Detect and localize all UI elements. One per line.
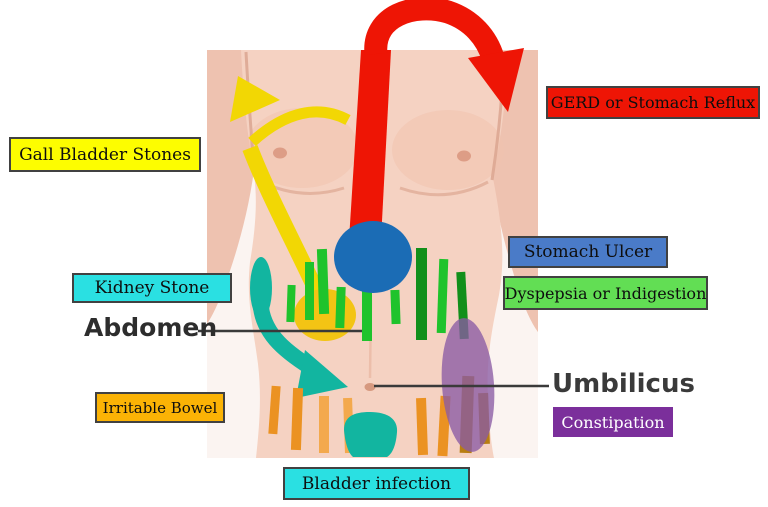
right-nipple [457,150,471,162]
orange-bars [268,385,451,457]
green-bar [286,284,296,323]
green-bar [436,258,449,334]
kidney-arrow-head [296,350,348,398]
green-bar [362,286,372,341]
label-kidney-stone: Kidney Stone [72,273,232,303]
right-pec-line [399,180,489,197]
orange-bar [290,387,304,451]
gerd-arrow-head [468,48,524,112]
orange-bar-light [319,396,329,453]
orange-bar [416,397,429,456]
gerd-arrow [349,0,524,240]
green-bar [335,286,346,329]
right-pec-shading [392,110,504,190]
navel [364,383,376,391]
gall-arrow-swoosh [248,106,351,147]
gerd-arrow-shaft [349,50,391,240]
label-irritable-bowel: Irritable Bowel [95,392,225,423]
umbilicus-label: Umbilicus [552,369,695,399]
label-gall-bladder-stones: Gall Bladder Stones [9,137,201,172]
green-bar [305,262,314,320]
green-bar [390,289,401,325]
left-arm [207,50,254,324]
green-bar-dark [416,248,427,340]
label-dyspepsia-indigestion: Dyspepsia or Indigestion [503,276,708,310]
left-nipple [273,147,287,159]
label-gerd-stomach-reflux: GERD or Stomach Reflux [546,86,760,119]
green-bar [316,248,330,315]
bladder-blob [344,412,398,457]
kidney-stone-arrow [250,257,348,398]
abdomen-label: Abdomen [84,313,218,342]
stomach-blob [334,221,412,293]
label-constipation: Constipation [553,407,673,437]
gerd-arrow-arc [364,0,505,62]
green-bars-bright [286,248,449,341]
orange-bar [268,385,281,435]
label-bladder-infection: Bladder infection [283,467,470,500]
label-stomach-ulcer: Stomach Ulcer [508,236,668,268]
gall-arrow-head [230,76,280,122]
